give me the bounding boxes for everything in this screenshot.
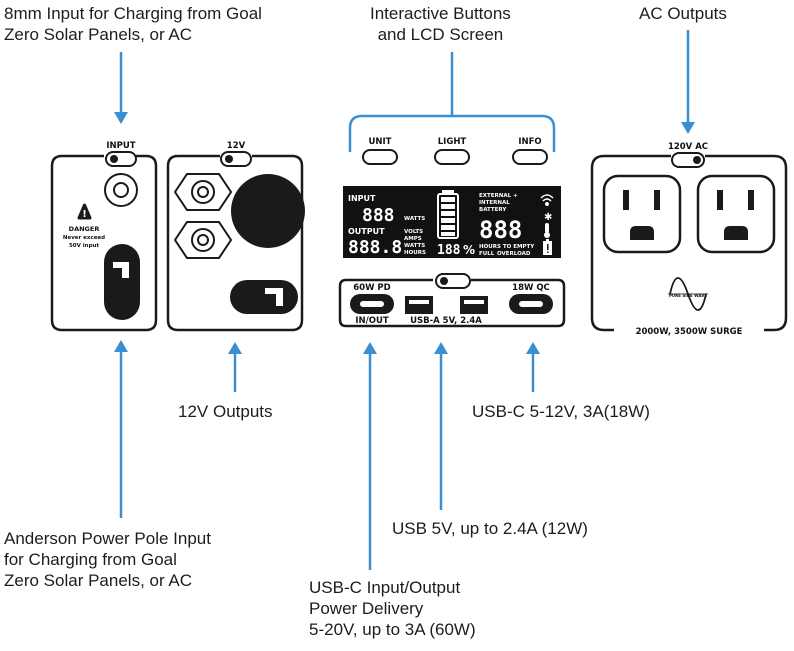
info-label: INFO <box>518 137 541 147</box>
hex-port-2[interactable] <box>173 221 233 259</box>
callout-12v-outputs: 12V Outputs <box>178 402 273 421</box>
lcd-hours-to-empty: HOURS TO EMPTY <box>479 244 535 250</box>
anderson-output[interactable] <box>230 280 298 314</box>
lcd-right-digits: 888 <box>479 216 522 244</box>
usba-port-1[interactable] <box>405 296 433 314</box>
callout-8mm-input: 8mm Input for Charging from Goal Zero So… <box>4 4 262 44</box>
pd-label: 60W PD <box>353 283 390 293</box>
info-button[interactable] <box>512 149 548 165</box>
surge-label: 2000W, 3500W SURGE <box>636 327 743 337</box>
lcd-percent-sign: % <box>463 243 475 257</box>
callout-usbc-pd: USB-C Input/Output Power Delivery 5-20V,… <box>309 578 476 639</box>
svg-text:!: ! <box>82 209 87 220</box>
danger-title: DANGER <box>69 225 100 233</box>
arrowhead-12v-outputs <box>228 342 242 354</box>
thermometer-icon <box>544 223 550 238</box>
light-label: LIGHT <box>438 137 467 147</box>
battery-warning-icon <box>543 239 552 255</box>
input-panel-title: INPUT <box>106 141 135 151</box>
lcd-ext-line2: INTERNAL <box>479 200 510 206</box>
callout-usb-5v: USB 5V, up to 2.4A (12W) <box>392 519 588 538</box>
anderson-port[interactable] <box>104 244 140 320</box>
qc-label: 18W QC <box>512 283 550 293</box>
lcd-ext-line1: EXTERNAL + <box>479 193 518 199</box>
12v-panel: 12V <box>166 141 305 332</box>
lcd-output-digits: 888.8 <box>348 237 402 258</box>
callout-buttons-lcd: Interactive Buttons and LCD Screen <box>370 4 511 44</box>
ac-panel-title: 120V AC <box>668 142 708 152</box>
lcd-ext-line3: BATTERY <box>479 207 507 213</box>
lcd-full: FULL <box>479 251 495 257</box>
callout-ac-outputs: AC Outputs <box>639 4 727 23</box>
usba-label: USB-A 5V, 2.4A <box>410 316 482 326</box>
ac-panel: 120V AC PURE SINE WAVE 2000W, 3500W SURG… <box>590 142 788 337</box>
unit-label: UNIT <box>369 137 392 147</box>
arrowhead-usbc-18w <box>526 342 540 354</box>
light-button[interactable] <box>434 149 470 165</box>
danger-line2: 50V input <box>69 243 99 249</box>
hex-port-1[interactable] <box>173 173 233 211</box>
arrowhead-ac-outputs <box>681 122 695 134</box>
arrows <box>114 30 695 570</box>
lcd-overload: OVERLOAD <box>497 251 531 257</box>
usb-panel: 60W PD IN/OUT USB-A 5V, 2.4A 18W QC <box>338 273 566 328</box>
lcd-units-hours: HOURS <box>404 250 426 256</box>
lcd-units-volts: VOLTS <box>404 229 423 235</box>
unit-button[interactable] <box>362 149 398 165</box>
arrowhead-usb-5v <box>434 342 448 354</box>
warning-icon <box>77 203 92 220</box>
button-row: UNIT LIGHT INFO <box>362 137 548 165</box>
12v-panel-title: 12V <box>227 141 246 151</box>
sine-label: PURE SINE WAVE <box>669 293 707 298</box>
lcd-watts-label: WATTS <box>404 216 425 222</box>
car-port[interactable] <box>231 174 305 248</box>
bluetooth-icon: ✱ <box>544 212 552 223</box>
arrowhead-anderson <box>114 340 128 352</box>
callout-usbc-18w: USB-C 5-12V, 3A(18W) <box>472 402 650 421</box>
lcd-units-watts: WATTS <box>404 243 425 249</box>
arrowhead-usbc-pd <box>363 342 377 354</box>
lcd-units-amps: AMPS <box>404 236 422 242</box>
wifi-icon <box>540 194 554 206</box>
ac-outlet-2[interactable] <box>696 174 776 254</box>
lcd-input-digits: 888 <box>362 205 395 226</box>
ac-outlet-1[interactable] <box>602 174 682 254</box>
danger-line1: Never exceed <box>63 235 105 241</box>
battery-icon <box>437 190 459 239</box>
lcd-screen: INPUT 888 WATTS OUTPUT 888.8 VOLTS AMPS … <box>343 186 561 258</box>
usba-port-2[interactable] <box>460 296 488 314</box>
lcd-output-label: OUTPUT <box>348 227 385 236</box>
in-out-label: IN/OUT <box>355 316 389 326</box>
input-panel: INPUT ! DANGER Never exceed 50V input <box>50 141 158 332</box>
arrowhead-8mm-input <box>114 112 128 124</box>
callout-anderson-input: Anderson Power Pole Input for Charging f… <box>4 529 211 590</box>
lcd-input-label: INPUT <box>348 194 376 203</box>
lcd-percent-digits: 188 <box>437 243 461 258</box>
